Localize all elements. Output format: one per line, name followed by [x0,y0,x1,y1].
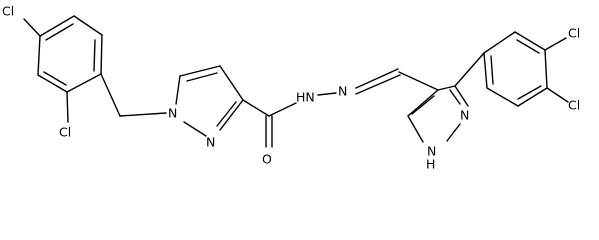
atom-cl-top-left: Cl [2,4,14,19]
atom-n2-pyrazole: N [206,135,215,150]
bond-pyrazole-aryl [454,52,485,87]
atom-hn-amide: HN [296,90,315,105]
bond-carbonyl-nh [268,102,297,117]
bond-n-ch-1 [355,68,399,89]
bond-ring-carbonyl [242,99,270,117]
bond-ch2-n1 [119,112,167,117]
atom-n1-pyrazole: N [168,106,177,121]
chemical-structure: Cl Cl N N O HN N N N H Cl Cl [2,4,580,171]
bond-ring-cl-bottom [66,91,69,123]
bond-ring-ch2 [100,73,121,117]
dichlorophenyl-ring-right [483,31,548,107]
bond-n-ch-2 [355,74,401,95]
atom-cl-bottom-left: Cl [59,125,71,140]
atom-cl-bottom-right: Cl [568,98,580,113]
bond-ring-cl-top-right [544,37,567,51]
atom-n-pyrazole-right: N [460,108,469,123]
atom-n-hydrazone: N [338,84,347,99]
atom-cl-top-right: Cl [568,26,580,41]
bond-ring-cl-bottom-right [546,87,569,103]
pyrazole-ring-right [407,85,469,143]
atom-nh-pyrazole-right: N [427,144,436,159]
atom-o-carbonyl: O [262,152,272,167]
bond-ch-ring [398,71,439,91]
bond-ring-cl-top [23,18,41,37]
bond-nh-n [317,92,337,96]
dichlorophenyl-ring-left [37,15,103,93]
atom-h-pyrazole-right: H [426,157,435,171]
pyrazole-ring-left [175,65,244,137]
